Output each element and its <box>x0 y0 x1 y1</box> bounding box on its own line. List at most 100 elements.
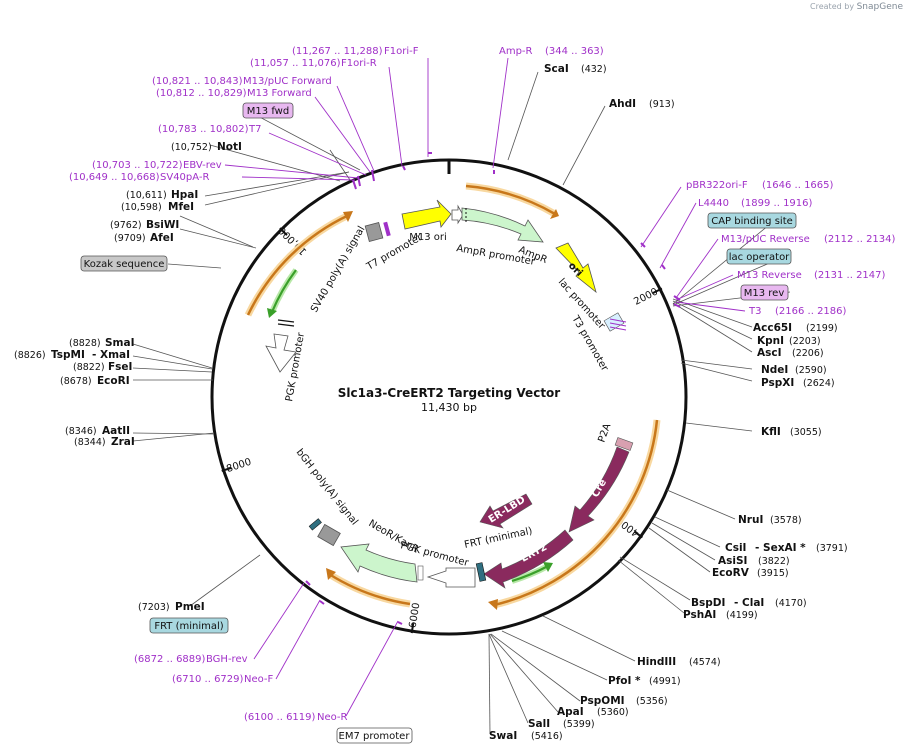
primer-m13puc-rev: M13/pUC Reverse <box>721 234 810 245</box>
enzyme-apai-pos: (5360) <box>597 707 629 718</box>
primer-site-marks <box>305 152 681 625</box>
primer-neo-f: Neo-F <box>244 674 274 685</box>
tick-mark <box>221 466 232 472</box>
label-pgk-left: PGK promoter <box>284 331 307 403</box>
enzyme-labels-left: (10,752) NotI (10,611) HpaI (10,598) Mfe… <box>14 141 242 613</box>
boxed-labels: M13 fwd Kozak sequence CAP binding site … <box>80 102 797 744</box>
primer-l4440-range: (1899 .. 1916) <box>741 198 813 209</box>
enzyme-sali-pos: (5399) <box>563 719 595 730</box>
p2a-box <box>614 437 634 451</box>
enzyme-acc65i-pos: (2199) <box>806 323 838 334</box>
primer-m13puc-fwd-range: (10,821 .. 10,843) <box>152 76 243 87</box>
map-length: 11,430 bp <box>421 401 477 414</box>
enzyme-afei-pos: (9709) <box>114 233 146 244</box>
ampr-promoter-arrow <box>451 204 464 225</box>
primer-m13-rev: M13 Reverse <box>737 270 802 281</box>
primer-f1ori-f: F1ori-F <box>384 46 419 57</box>
ert2-arrow <box>483 529 574 589</box>
enzyme-smai-pos: (8828) <box>69 338 101 349</box>
tick-label: 8000 <box>225 457 253 475</box>
m13-fwd-box <box>242 102 294 119</box>
primer-t7: T7 <box>248 124 261 135</box>
enzyme-smai: SmaI <box>105 337 135 349</box>
created-by-label: Created by <box>810 2 855 11</box>
ampr-arrow <box>461 207 544 243</box>
label-p2a: P2A <box>596 422 613 444</box>
frt-minimal-label-box <box>149 617 229 634</box>
kozak-mark <box>277 319 295 323</box>
enzyme-pshai: PshAI <box>683 609 716 621</box>
em7-promoter-label: EM7 promoter <box>339 731 411 742</box>
enzyme-csii-pos: (3791) <box>816 543 848 554</box>
enzyme-ndei: NdeI <box>761 364 788 376</box>
primer-neo-r: Neo-R <box>317 712 348 723</box>
cap-binding-label: CAP binding site <box>711 216 793 227</box>
enzyme-zrai: ZraI <box>111 436 135 448</box>
enzyme-swai: SwaI <box>489 730 517 742</box>
tick-mark <box>410 623 415 634</box>
enzyme-tspmi-extra: - XmaI <box>92 349 130 361</box>
kozak-label: Kozak sequence <box>84 259 165 270</box>
er-lbd-arrow <box>479 493 533 529</box>
lac-lines-2 <box>609 322 627 327</box>
enzyme-csii-extra: - SexAI * <box>755 542 806 554</box>
primer-m13-rev-range: (2131 .. 2147) <box>814 270 886 281</box>
enzyme-asci-pos: (2206) <box>792 348 824 359</box>
m13-ori-arrow <box>401 199 452 230</box>
enzyme-tspmi-pos: (8826) <box>14 350 46 361</box>
orange-arc-top <box>465 182 557 218</box>
lac-lines-1 <box>609 318 627 323</box>
map-title: Slc1a3-CreERT2 Targeting Vector <box>338 386 561 400</box>
enzyme-ecorv-pos: (3915) <box>757 568 789 579</box>
enzyme-mfei-pos: (10,598) <box>121 202 162 213</box>
frt-minimal-box <box>475 562 487 582</box>
enzyme-bsiwi: BsiWI <box>146 219 179 231</box>
primer-t3: T3 <box>748 306 761 317</box>
enzyme-pmei-pos: (7203) <box>138 602 170 613</box>
enzyme-pspomi: PspOMI <box>580 695 625 707</box>
enzyme-bspdi-extra: - ClaI <box>734 597 764 609</box>
snapgene-logo-text: SnapGene <box>856 2 903 12</box>
kozak-box <box>80 255 168 272</box>
orange-arc-left-head <box>343 211 353 222</box>
enzyme-tspmi: TspMI <box>51 349 85 361</box>
enzyme-pspxi-pos: (2624) <box>803 378 835 389</box>
primer-bgh-rev: BGH-rev <box>206 654 248 665</box>
lac-lines-3 <box>609 326 627 331</box>
primer-pbr322ori-f-range: (1646 .. 1665) <box>762 180 834 191</box>
orange-arc-right-head <box>488 599 498 610</box>
primer-amp-r: Amp-R <box>499 46 533 57</box>
primer-ebv-rev-range: (10,703 .. 10,722) <box>92 160 183 171</box>
enzyme-acc65i: Acc65I <box>753 322 792 334</box>
enzyme-kpni: KpnI <box>757 335 784 347</box>
sv40-polya-box <box>364 221 384 243</box>
green-arc-left-head <box>267 308 277 318</box>
enzyme-kfli-pos: (3055) <box>790 427 822 438</box>
primer-t7-range: (10,783 .. 10,802) <box>158 124 249 135</box>
primer-neo-f-range: (6710 .. 6729) <box>172 674 244 685</box>
ori-arrow <box>555 242 597 294</box>
em7-block <box>417 565 424 581</box>
leader-lines <box>132 71 791 735</box>
primer-sv40pa-r-range: (10,649 .. 10,668) <box>69 172 160 183</box>
frt-minimal-label: FRT (minimal) <box>154 621 223 632</box>
em7-promoter-box <box>336 727 413 744</box>
enzyme-ecorv: EcoRV <box>712 567 750 579</box>
enzyme-pfoi: PfoI * <box>608 675 641 687</box>
green-arc-right-head <box>543 562 553 572</box>
tick-mark <box>633 530 643 539</box>
pgk-promoter-bottom-arrow <box>426 567 476 588</box>
enzyme-ndei-pos: (2590) <box>795 365 827 376</box>
enzyme-zrai-pos: (8344) <box>74 437 106 448</box>
primer-neo-r-range: (6100 .. 6119) <box>244 712 316 723</box>
enzyme-pshai-pos: (4199) <box>726 610 758 621</box>
lac-operator-block <box>603 312 625 332</box>
orange-arc-top-line <box>465 184 556 216</box>
primer-m13puc-fwd: M13/pUC Forward <box>243 76 332 87</box>
enzyme-noti-pos: (10,752) <box>171 142 212 153</box>
enzyme-pspomi-pos: (5356) <box>636 696 668 707</box>
orange-arc-right-line <box>493 419 659 607</box>
cre-arrow <box>568 446 630 533</box>
enzyme-ecori: EcoRI <box>97 375 130 387</box>
primer-f1ori-r-range: (11,057 .. 11,076) <box>250 58 341 69</box>
